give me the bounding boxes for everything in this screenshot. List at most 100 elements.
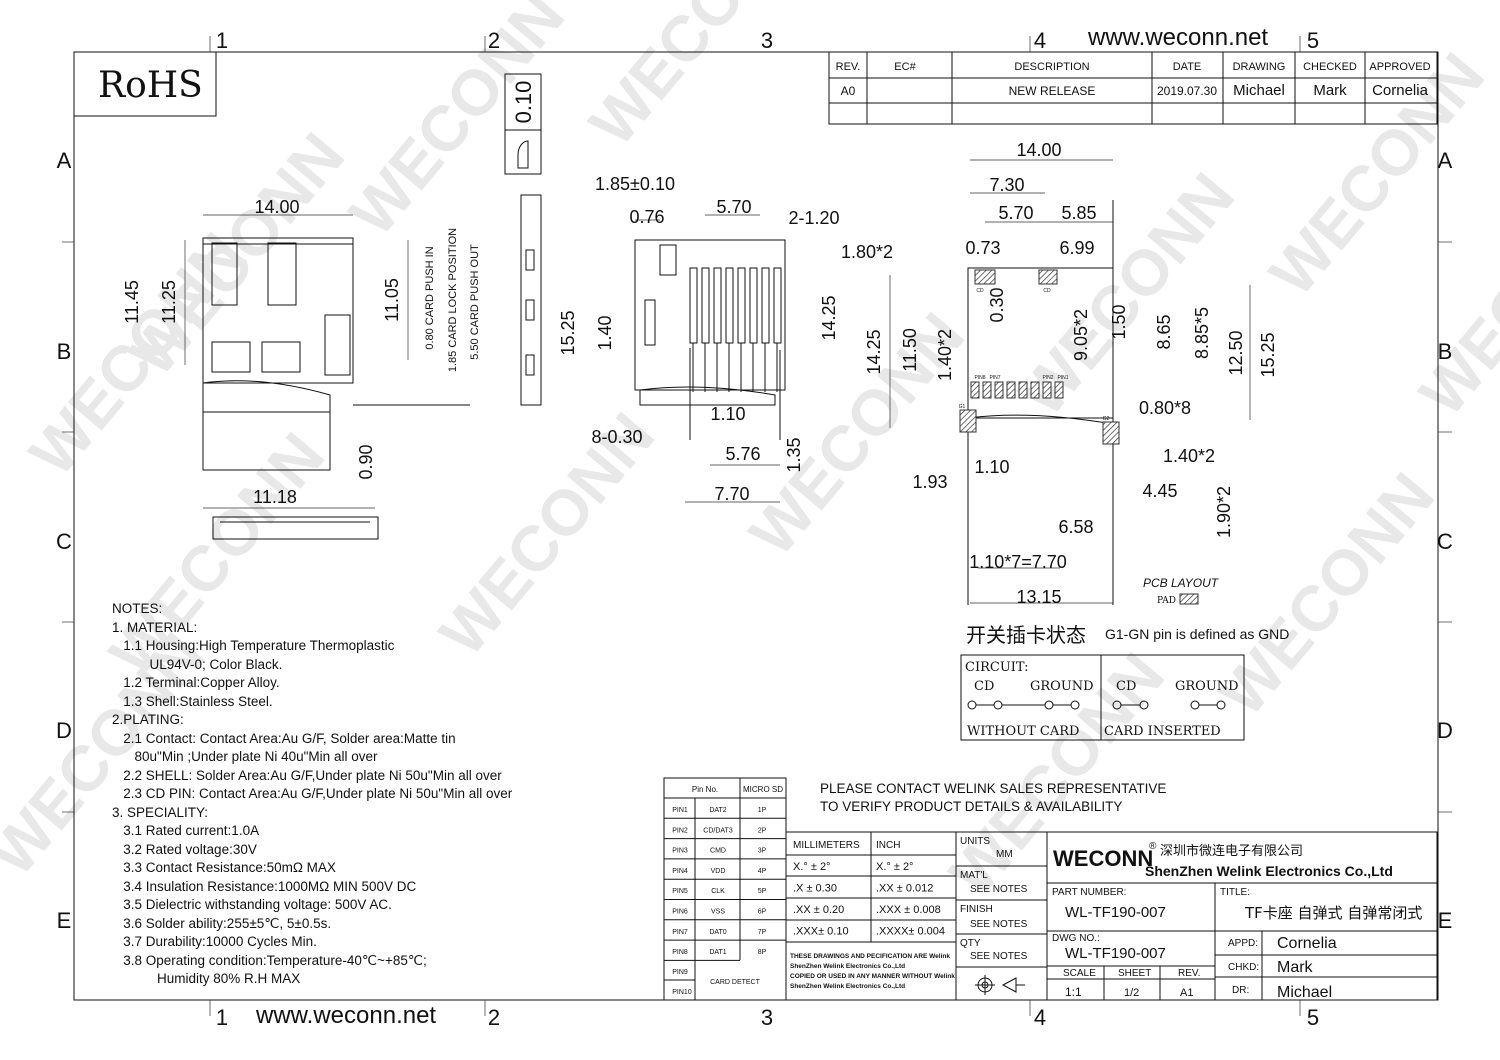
pin-number: PIN6 — [672, 909, 688, 916]
pin-micro-sd: 4P — [758, 868, 767, 875]
pin-signal: CLK — [711, 888, 725, 895]
finish-label: FINISH — [960, 904, 993, 915]
finish-value: SEE NOTES — [970, 919, 1028, 930]
disclaimer-line: THESE DRAWINGS AND PECIFICATION ARE Weli… — [790, 953, 950, 960]
sheet-value: 1/2 — [1124, 987, 1139, 999]
cd-label-inserted: CD — [1116, 679, 1136, 694]
dimension-label: 0.80 CARD PUSH IN — [424, 246, 436, 349]
units-label: UNITS — [960, 836, 990, 847]
dimension-label: 0.76 — [629, 207, 664, 227]
units-value: MM — [996, 849, 1013, 860]
zone-column-label: 4 — [1034, 1005, 1046, 1030]
zone-row-label: A — [1438, 148, 1453, 173]
note-line: 1.2 Terminal:Copper Alloy. — [112, 675, 280, 690]
pin-label: G1 — [959, 404, 966, 410]
zone-column-label: 2 — [488, 1005, 500, 1030]
dimension-label: 14.25 — [864, 329, 884, 374]
dimension-label: 12.50 — [1226, 330, 1246, 375]
dimension-label: 11.45 — [122, 280, 142, 324]
pin-signal: DAT2 — [709, 807, 726, 814]
title-block-grid — [785, 831, 1438, 1001]
note-line: 3.1 Rated current:1.0A — [112, 823, 260, 838]
drawing-title: TF卡座 自弹式 自弹常闭式 — [1244, 904, 1422, 922]
dimension-label: 1.10 — [710, 404, 745, 424]
tolerance-header-inch: INCH — [876, 840, 900, 851]
dimension-label: 1.10*7=7.70 — [969, 552, 1067, 572]
pin-label: PIN7 — [989, 375, 1000, 381]
dimension-label: 1.80*2 — [841, 242, 893, 262]
zone-column-label: 1 — [216, 1005, 228, 1030]
tolerance-mm: X.° ± 2° — [793, 861, 830, 873]
pcb-layout-drawing — [959, 200, 1120, 605]
dimension-label: 14.00 — [1016, 140, 1061, 160]
dimension-label: 1.35 — [784, 437, 804, 472]
rev-label: REV. — [1178, 968, 1200, 979]
revision-cell: A0 — [841, 84, 856, 98]
zone-column-label: 4 — [1034, 28, 1046, 53]
pin-number: PIN2 — [672, 827, 688, 834]
dimension-label: 8.85*5 — [1192, 307, 1212, 359]
circuit-box — [960, 654, 1245, 741]
dimension-label: 6.58 — [1058, 517, 1093, 537]
pin-number: PIN8 — [672, 949, 688, 956]
dimension-label: 1.40*2 — [1163, 446, 1215, 466]
pin-micro-sd: 3P — [758, 848, 767, 855]
pin-signal: VSS — [711, 909, 725, 916]
pin-label: G2 — [1103, 416, 1110, 422]
zone-row-label: B — [1438, 339, 1453, 364]
revision-table — [828, 51, 1438, 125]
pin-signal: CD/DAT3 — [703, 827, 733, 834]
card-inserted-label: CARD INSERTED — [1104, 724, 1221, 739]
chkd-name: Mark — [1277, 959, 1314, 976]
ground-label-inserted: GROUND — [1175, 679, 1239, 694]
pin-label: PIN8 — [974, 375, 985, 381]
zone-row-label: E — [57, 908, 72, 933]
brand-reg: ® — [1149, 841, 1157, 852]
pin-number: PIN4 — [672, 868, 688, 875]
dimension-label: 15.25 — [558, 310, 578, 355]
dimension-label: 5.70 — [716, 197, 751, 217]
zone-row-label: D — [56, 718, 72, 743]
zone-column-label: 3 — [761, 1005, 773, 1030]
note-line: 3.7 Durability:10000 Cycles Min. — [112, 934, 317, 949]
tolerance-mm: .XXX± 0.10 — [793, 926, 849, 938]
dimension-label: 1.10 — [974, 457, 1009, 477]
pcb-layout-title: PCB LAYOUT — [1143, 576, 1220, 590]
brand-logo: WECONN — [1053, 846, 1153, 871]
note-line: 80u"Min ;Under plate Ni 40u"Min all over — [112, 749, 378, 764]
tolerance-inch: .XX ± 0.012 — [876, 883, 933, 895]
pin-label: PIN1 — [1057, 375, 1068, 381]
company-en: ShenZhen Welink Electronics Co.,Ltd — [1145, 863, 1393, 879]
revision-cell: Cornelia — [1372, 82, 1429, 99]
dwg-no: WL-TF190-007 — [1065, 945, 1166, 962]
title-label: TITLE: — [1220, 887, 1250, 898]
note-line: 1.1 Housing:High Temperature Thermoplast… — [112, 638, 395, 653]
pin-table-header: Pin No. — [692, 785, 718, 794]
card-detect-label: CARD DETECT — [710, 979, 761, 986]
zone-row-label: E — [1438, 908, 1453, 933]
part-number-label: PART NUMBER: — [1052, 887, 1126, 898]
pin-signal: DAT1 — [709, 949, 726, 956]
pin-micro-sd: 6P — [758, 909, 767, 916]
dimension-label: 1.40*2 — [935, 329, 955, 381]
front-view-drawing — [634, 239, 786, 440]
cd-label-without: CD — [974, 679, 994, 694]
pin-micro-sd: 7P — [758, 929, 767, 936]
dimension-label: 7.30 — [989, 175, 1024, 195]
dimension-label: 1.85±0.10 — [595, 174, 675, 194]
notes-block: NOTES:1. MATERIAL: 1.1 Housing:High Temp… — [112, 600, 512, 989]
zone-row-label: A — [57, 148, 72, 173]
pin-number: PIN5 — [672, 888, 688, 895]
zone-ticks — [62, 36, 1452, 1016]
pin-micro-sd: 8P — [758, 949, 767, 956]
disclaimer-line: ShenZhen Welink Electronics Co.,Ltd — [790, 963, 905, 970]
without-card-label: WITHOUT CARD — [967, 724, 1079, 739]
circuit-label: CIRCUIT: — [965, 660, 1029, 675]
chkd-label: CHKD: — [1228, 962, 1259, 973]
revision-cell: 2019.07.30 — [1157, 84, 1217, 98]
dimension-label: 8-0.30 — [591, 427, 642, 447]
disclaimer-line: COPIED OR USED IN ANY MANNER WITHOUT Wel… — [790, 973, 955, 980]
qty-value: SEE NOTES — [970, 951, 1028, 962]
